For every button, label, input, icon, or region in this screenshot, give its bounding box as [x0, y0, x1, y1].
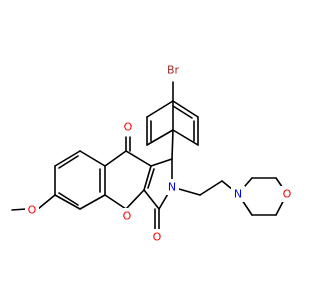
bond-inner — [147, 168, 155, 189]
methoxy-oxygen: O — [28, 204, 37, 217]
bond — [172, 100, 199, 118]
lactam-nitrogen: N — [168, 181, 176, 194]
ketone-oxygen: O — [124, 121, 133, 134]
bond — [150, 158, 173, 167]
bond — [172, 129, 199, 146]
bromine-atom: Br — [167, 64, 180, 77]
bond — [146, 129, 174, 146]
bond — [171, 129, 174, 160]
bond-inner — [58, 155, 79, 169]
bond — [143, 189, 160, 210]
bond — [104, 150, 127, 167]
bond — [79, 194, 106, 210]
morpholine-oxygen: O — [283, 188, 292, 201]
bond — [54, 194, 81, 210]
bond-inner — [172, 105, 193, 119]
bond — [104, 194, 127, 210]
bond — [37, 194, 56, 210]
bond — [125, 150, 152, 167]
bond-inner — [58, 192, 79, 206]
bond — [79, 150, 106, 167]
molecule-structure: Br O O O O N N O — [11, 62, 294, 245]
structure-svg: Br O O O O N N O — [11, 62, 294, 245]
bond — [146, 100, 174, 118]
bond — [125, 189, 145, 210]
lactam-oxygen: O — [153, 231, 162, 244]
pyran-oxygen: O — [123, 210, 132, 223]
atom-labels: Br O O O O N N O — [25, 62, 294, 245]
bond — [199, 180, 223, 196]
bond — [143, 165, 152, 191]
morpholine-nitrogen: N — [234, 188, 242, 201]
bond — [54, 150, 81, 167]
bonds — [11, 81, 288, 230]
bond — [11, 208, 27, 211]
